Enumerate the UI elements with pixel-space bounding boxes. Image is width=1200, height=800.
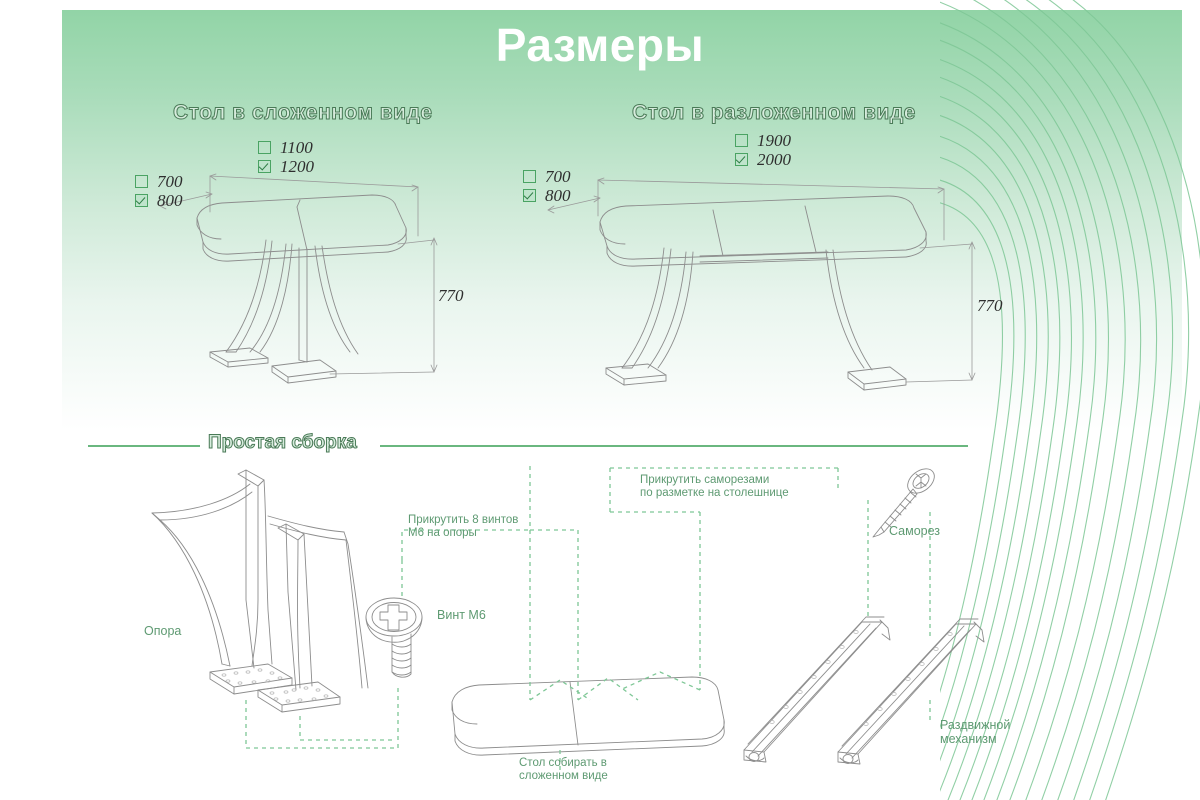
divider-line-left: [88, 445, 200, 447]
unfolded-height-value: 770: [977, 296, 1003, 315]
folded-width-option-1100[interactable]: 1100: [258, 138, 314, 157]
dimension-value: 800: [157, 190, 183, 210]
checkbox-empty-icon[interactable]: [523, 170, 536, 183]
dimension-value: 700: [545, 166, 571, 186]
page-margin-right: [1182, 0, 1200, 800]
checkbox-empty-icon[interactable]: [735, 134, 748, 147]
checkbox-checked-icon[interactable]: [523, 189, 536, 202]
assembly-guide-lines: [245, 466, 931, 770]
dimension-value: 1900: [757, 130, 791, 150]
annotation-attach-bolts: Прикрутить 8 винтов М6 на опоры: [408, 514, 519, 539]
checkbox-checked-icon[interactable]: [735, 153, 748, 166]
unfolded-width-options: 1900 2000: [735, 131, 791, 169]
unfolded-depth-option-700[interactable]: 700: [523, 167, 571, 186]
folded-depth-option-800[interactable]: 800: [135, 191, 183, 210]
section-title-unfolded: Стол в разложенном виде: [632, 101, 916, 125]
foot-plate-holes: [221, 668, 329, 703]
unfolded-width-option-2000[interactable]: 2000: [735, 150, 791, 169]
dimension-value: 700: [157, 171, 183, 191]
assembly-section-title: Простая сборка: [208, 432, 358, 454]
page-margin-left: [0, 0, 62, 800]
tabletop-drawing: [451, 676, 725, 756]
annotation-assemble-folded: Стол собирать в сложенном виде: [519, 757, 608, 782]
part-label-screw: Саморез: [889, 524, 941, 538]
page-margin-bottom: [0, 788, 1200, 800]
folded-depth-options: 700 800: [135, 172, 183, 210]
checkbox-checked-icon[interactable]: [135, 194, 148, 207]
dimension-value: 1200: [280, 156, 314, 176]
dimension-value: 2000: [757, 149, 791, 169]
page-margin-top: [0, 0, 1200, 10]
part-label-mechanism: Раздвижной механизм: [940, 718, 1011, 746]
checkbox-empty-icon[interactable]: [258, 141, 271, 154]
checkbox-empty-icon[interactable]: [135, 175, 148, 188]
annotation-attach-screws: Прикрутить саморезами по разметке на сто…: [640, 474, 789, 499]
support-leg-drawing: [151, 469, 369, 713]
part-label-support: Опора: [144, 624, 182, 638]
unfolded-depth-option-800[interactable]: 800: [523, 186, 571, 205]
folded-width-options: 1100 1200: [258, 138, 314, 176]
page-title: Размеры: [495, 19, 705, 71]
checkbox-checked-icon[interactable]: [258, 160, 271, 173]
unfolded-depth-options: 700 800: [523, 167, 571, 205]
section-title-folded: Стол в сложенном виде: [173, 101, 433, 125]
dimension-value: 1100: [280, 137, 313, 157]
folded-width-option-1200[interactable]: 1200: [258, 157, 314, 176]
dimension-value: 800: [545, 185, 571, 205]
divider-line-right: [380, 445, 968, 447]
bolt-m6-drawing: [365, 597, 423, 678]
part-label-bolt: Винт М6: [437, 608, 486, 622]
assembly-section-header: Простая сборка: [88, 432, 968, 458]
folded-depth-option-700[interactable]: 700: [135, 172, 183, 191]
folded-height-value: 770: [438, 286, 464, 305]
unfolded-width-option-1900[interactable]: 1900: [735, 131, 791, 150]
